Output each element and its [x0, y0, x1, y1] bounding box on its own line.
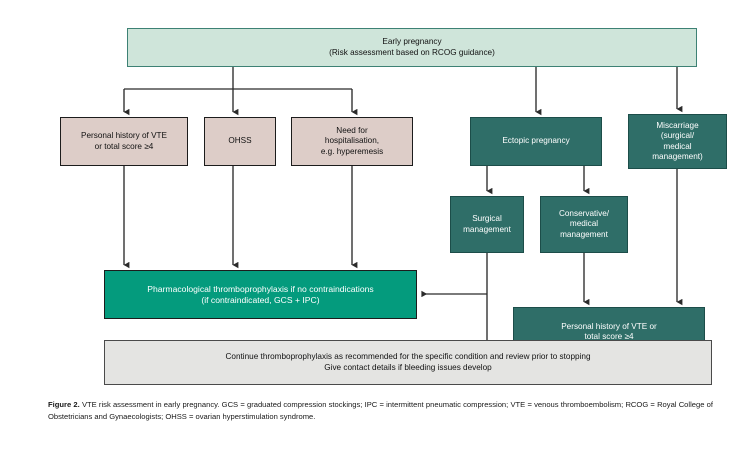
- node-miscarriage: Miscarriage (surgical/ medical managemen…: [628, 114, 727, 169]
- node-conservative-medical-management: Conservative/ medical management: [540, 196, 628, 253]
- node-need-for-hospitalisation: Need for hospitalisation, e.g. hyperemes…: [291, 117, 413, 166]
- node-early-pregnancy: Early pregnancy (Risk assessment based o…: [127, 28, 697, 67]
- figure-caption-text: VTE risk assessment in early pregnancy. …: [48, 400, 713, 422]
- figure-caption: Figure 2. VTE risk assessment in early p…: [48, 399, 713, 423]
- connector-surgical-riser: [486, 253, 513, 342]
- node-ectopic-pregnancy: Ectopic pregnancy: [470, 117, 602, 166]
- node-surgical-management: Surgical management: [450, 196, 524, 253]
- figure-caption-label: Figure 2.: [48, 400, 80, 409]
- node-ohss: OHSS: [204, 117, 276, 166]
- node-personal-history-vte: Personal history of VTE or total score ≥…: [60, 117, 188, 166]
- node-continue-thromboprophylaxis: Continue thromboprophylaxis as recommend…: [104, 340, 712, 385]
- node-pharmacological-thromboprophylaxis: Pharmacological thromboprophylaxis if no…: [104, 270, 417, 319]
